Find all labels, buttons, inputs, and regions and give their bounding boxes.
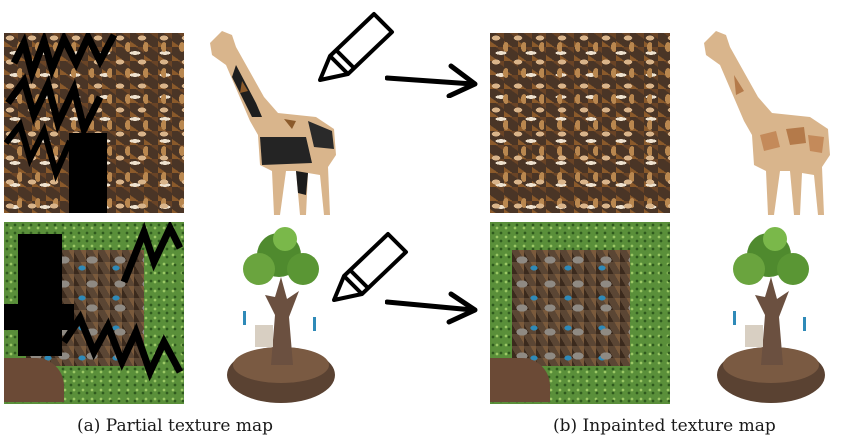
inpainted-texture-tree: [490, 222, 670, 404]
mask-rectangle: [69, 133, 107, 213]
giraffe-render-inpainted: [690, 25, 840, 220]
tree-render-partial: [215, 225, 345, 410]
soil-region: [4, 358, 64, 402]
arrow-icon: [385, 290, 480, 326]
pencil-icon: [326, 228, 411, 308]
bark-region: [512, 250, 630, 366]
arrow-icon: [385, 62, 480, 98]
giraffe-render-partial: [196, 25, 346, 220]
inpainted-texture-giraffe: [490, 33, 670, 213]
mask-rectangle: [18, 234, 62, 356]
mask-bar: [4, 304, 74, 330]
partial-texture-giraffe: [4, 33, 184, 213]
caption-partial: (a) Partial texture map: [77, 416, 273, 436]
mask-scribble: [4, 33, 118, 182]
soil-region: [490, 358, 550, 402]
tree-render-inpainted: [705, 225, 835, 410]
pencil-icon: [312, 8, 397, 88]
partial-texture-tree: [4, 222, 184, 404]
mask-scribble: [61, 222, 184, 382]
caption-inpainted: (b) Inpainted texture map: [553, 416, 776, 436]
